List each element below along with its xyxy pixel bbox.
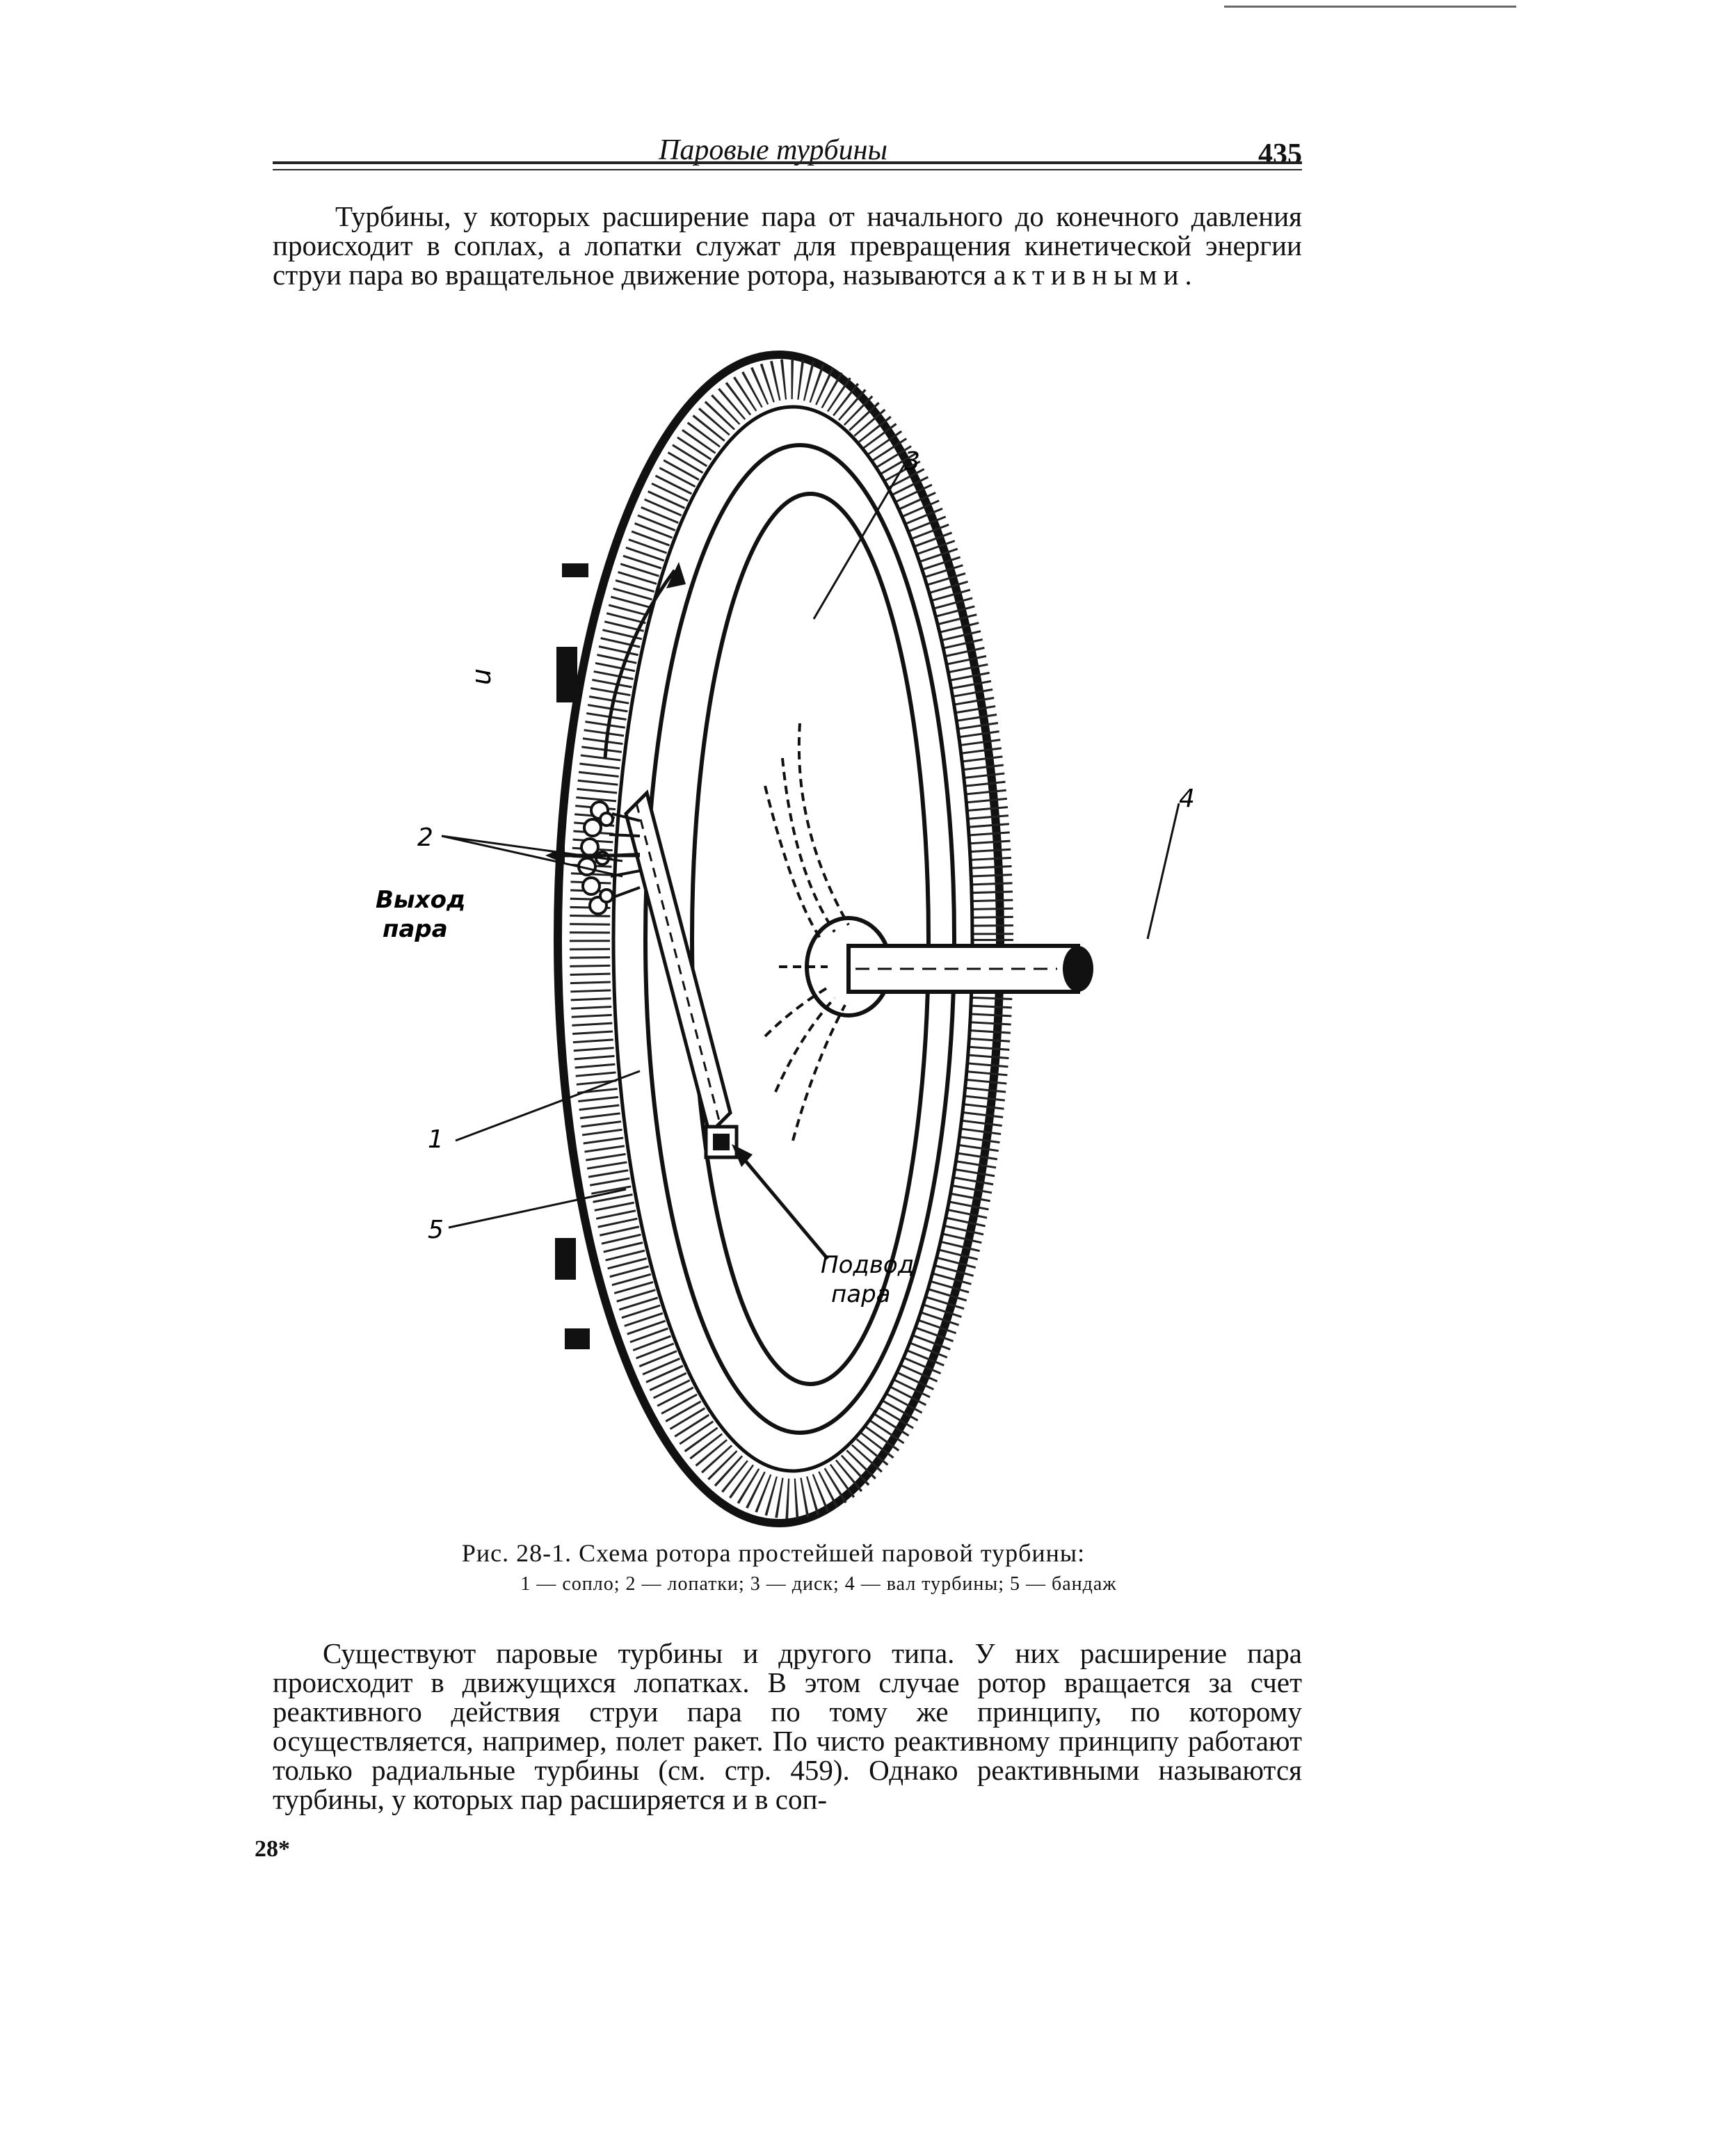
caption-legend: 1 — сопло; 2 — лопатки; 3 — диск; 4 — ва… — [520, 1573, 1117, 1595]
scan-edge-mark — [1224, 0, 1516, 8]
label-1: 1 — [428, 1125, 444, 1154]
signature-mark: 28* — [255, 1836, 290, 1862]
emphasized-term: активными — [993, 259, 1185, 291]
label-exhaust-1: Выход — [376, 886, 465, 914]
label-4: 4 — [1179, 785, 1195, 813]
page-number: 435 — [1258, 138, 1302, 170]
nozzle — [624, 789, 739, 1159]
label-u: u — [466, 668, 497, 685]
figure-caption: Рис. 28-1. Схема ротора простейшей паров… — [273, 1538, 1302, 1595]
label-5: 5 — [428, 1216, 444, 1244]
turbine-rotor-figure: u 2 Выход пара 3 4 1 5 Подвод пара — [348, 341, 1224, 1537]
leader-lines — [441, 458, 1180, 1229]
running-title: Паровые турбины — [659, 134, 887, 166]
header-rule-thin — [273, 169, 1302, 170]
caption-title: Рис. 28-1. Схема ротора простейшей паров… — [461, 1539, 1086, 1567]
supply-arrow — [736, 1150, 829, 1260]
blade-ring — [570, 359, 1013, 1519]
shaft — [805, 916, 1093, 1018]
hub-lines — [764, 723, 850, 1141]
rotation-arrow — [603, 569, 677, 759]
paragraph-reactive: Существуют паровые турбины и другого тип… — [273, 1637, 1302, 1815]
exhaust-arrowhead — [545, 847, 565, 864]
label-supply-2: пара — [831, 1280, 890, 1308]
label-2: 2 — [417, 823, 433, 852]
header-rule — [273, 161, 1302, 164]
disc-inner-rim — [690, 492, 931, 1386]
label-exhaust-2: пара — [383, 915, 448, 943]
disc-outline — [643, 443, 956, 1435]
label-supply-1: Подвод — [821, 1251, 914, 1279]
turbine-rotor-drawing: u 2 Выход пара 3 4 1 5 Подвод пара — [376, 351, 1195, 1527]
band-segments — [555, 563, 590, 1349]
rotation-arrowhead — [666, 562, 686, 588]
exhaust-puffs — [577, 801, 614, 915]
supply-arrowhead — [732, 1144, 753, 1167]
paragraph-intro: Турбины, у которых расширение пара от на… — [273, 200, 1302, 291]
running-header: Паровые турбины 435 — [273, 134, 1302, 175]
label-3: 3 — [904, 447, 920, 476]
